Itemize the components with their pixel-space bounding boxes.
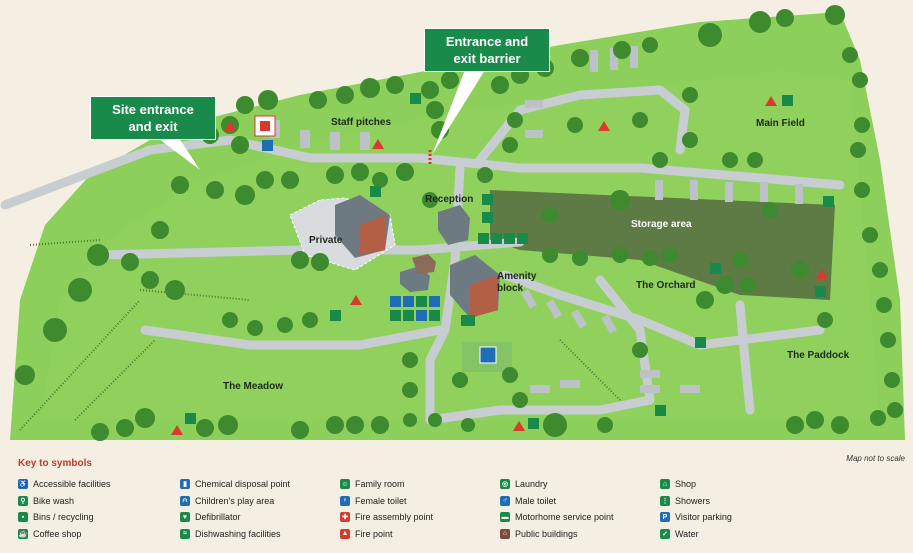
fire-assembly-icon: ✚ (340, 512, 350, 523)
buildings (335, 195, 500, 318)
key-item: ⌂ Shop (660, 476, 732, 493)
hedges (19, 239, 621, 431)
key-item-label: Showers (675, 495, 711, 506)
callout2-pointer (432, 70, 485, 155)
key-column-2: ▮ Chemical disposal point ⩀ Children's pla… (180, 476, 290, 542)
key-item-label: Laundry (515, 479, 548, 490)
key-column-4: ◎ Laundry ♂ Male toilet ▬ Motorhome service… (500, 476, 614, 542)
key-item-label: Children's play area (195, 495, 275, 506)
key-item: ◎ Laundry (500, 476, 614, 493)
parking-icon: P (660, 512, 670, 523)
key-item: P Visitor parking (660, 509, 732, 526)
key-item-label: Fire point (355, 528, 393, 539)
storage-area-label: Storage area (631, 219, 692, 230)
key-item: ☕ Coffee shop (18, 526, 111, 543)
key-item-label: Accessible facilities (33, 479, 111, 490)
key-item-label: Motorhome service point (515, 512, 614, 523)
bike-icon: ⚲ (18, 495, 28, 506)
key-item-label: Bike wash (33, 495, 75, 506)
accessible-icon: ♿ (18, 479, 28, 490)
play-area-icon: ⩀ (180, 495, 190, 506)
key-item: ✓ Water (660, 526, 732, 543)
entrance-barrier-callout: Entrance and exit barrier (424, 28, 550, 72)
key-column-3: ☺ Family room ♀ Female toilet ✚ Fire assemb… (340, 476, 433, 542)
building-icon: ⌂ (500, 528, 510, 539)
chemical-disposal-icon: ▮ (180, 479, 190, 490)
key-item: ⩀ Children's play area (180, 493, 290, 510)
key-item-label: Female toilet (355, 495, 407, 506)
key-item-label: Fire assembly point (355, 512, 434, 523)
key-item: ♿ Accessible facilities (18, 476, 111, 493)
shower-icon: ⋮ (660, 495, 670, 506)
shop-icon: ⌂ (660, 479, 670, 490)
key-column-5: ⌂ Shop ⋮ Showers P Visitor parking ✓ Water (660, 476, 732, 542)
key-item-label: Family room (355, 479, 405, 490)
scale-note: Map not to scale (846, 454, 905, 463)
key-item: ▪ Bins / recycling (18, 509, 111, 526)
key-item: ≈ Dishwashing facilities (180, 526, 290, 543)
the-orchard-label: The Orchard (636, 280, 696, 291)
bin-icon: ▪ (18, 512, 28, 523)
trees (15, 5, 903, 441)
key-item-label: Public buildings (515, 528, 578, 539)
key-item: ⚲ Bike wash (18, 493, 111, 510)
key-column-1: ♿ Accessible facilities ⚲ Bike wash ▪ Bins … (18, 476, 111, 542)
female-toilet-icon: ♀ (340, 495, 350, 506)
key-item-label: Bins / recycling (33, 512, 94, 523)
key-item-label: Dishwashing facilities (195, 528, 281, 539)
dishwashing-icon: ≈ (180, 528, 190, 539)
site-map (0, 5, 905, 441)
key-item-label: Coffee shop (33, 528, 82, 539)
motorhome-icon: ▬ (500, 512, 510, 523)
key-item-label: Shop (675, 479, 697, 490)
defibrillator-icon: ♥ (180, 512, 190, 523)
key-item: ⌂ Public buildings (500, 526, 614, 543)
key-item: ⋮ Showers (660, 493, 732, 510)
play-area-sign (479, 346, 497, 364)
key-item: ♀ Female toilet (340, 493, 433, 510)
facility-icons (171, 93, 834, 435)
main-field-label: Main Field (756, 118, 805, 129)
key-item: ▲ Fire point (340, 526, 433, 543)
male-toilet-icon: ♂ (500, 495, 510, 506)
key-item-label: Chemical disposal point (195, 479, 291, 490)
key-item: ♥ Defibrillator (180, 509, 290, 526)
storage-area (490, 190, 835, 300)
key-item-label: Visitor parking (675, 512, 732, 523)
fire-point-icon: ▲ (340, 528, 350, 539)
family-room-icon: ☺ (340, 479, 350, 490)
callout1-pointer (150, 132, 200, 170)
key-title: Key to symbols (18, 458, 92, 469)
private-label: Private (309, 235, 343, 246)
key-item: ▮ Chemical disposal point (180, 476, 290, 493)
key-item-label: Male toilet (515, 495, 557, 506)
key-item-label: Water (675, 528, 699, 539)
key-item: ▬ Motorhome service point (500, 509, 614, 526)
laundry-icon: ◎ (500, 479, 510, 490)
reception-label: Reception (425, 194, 474, 205)
the-meadow-label: The Meadow (223, 381, 284, 392)
key-item: ☺ Family room (340, 476, 433, 493)
staff-pitches-label: Staff pitches (331, 117, 392, 128)
coffee-icon: ☕ (18, 528, 28, 539)
key-item: ♂ Male toilet (500, 493, 614, 510)
key-item: ✚ Fire assembly point (340, 509, 433, 526)
site-entrance-callout: Site entrance and exit (90, 96, 216, 140)
key-item-label: Defibrillator (195, 512, 241, 523)
the-paddock-label: The Paddock (787, 350, 850, 361)
amenity-block-label: Amenity block (497, 271, 537, 294)
water-icon: ✓ (660, 528, 670, 539)
